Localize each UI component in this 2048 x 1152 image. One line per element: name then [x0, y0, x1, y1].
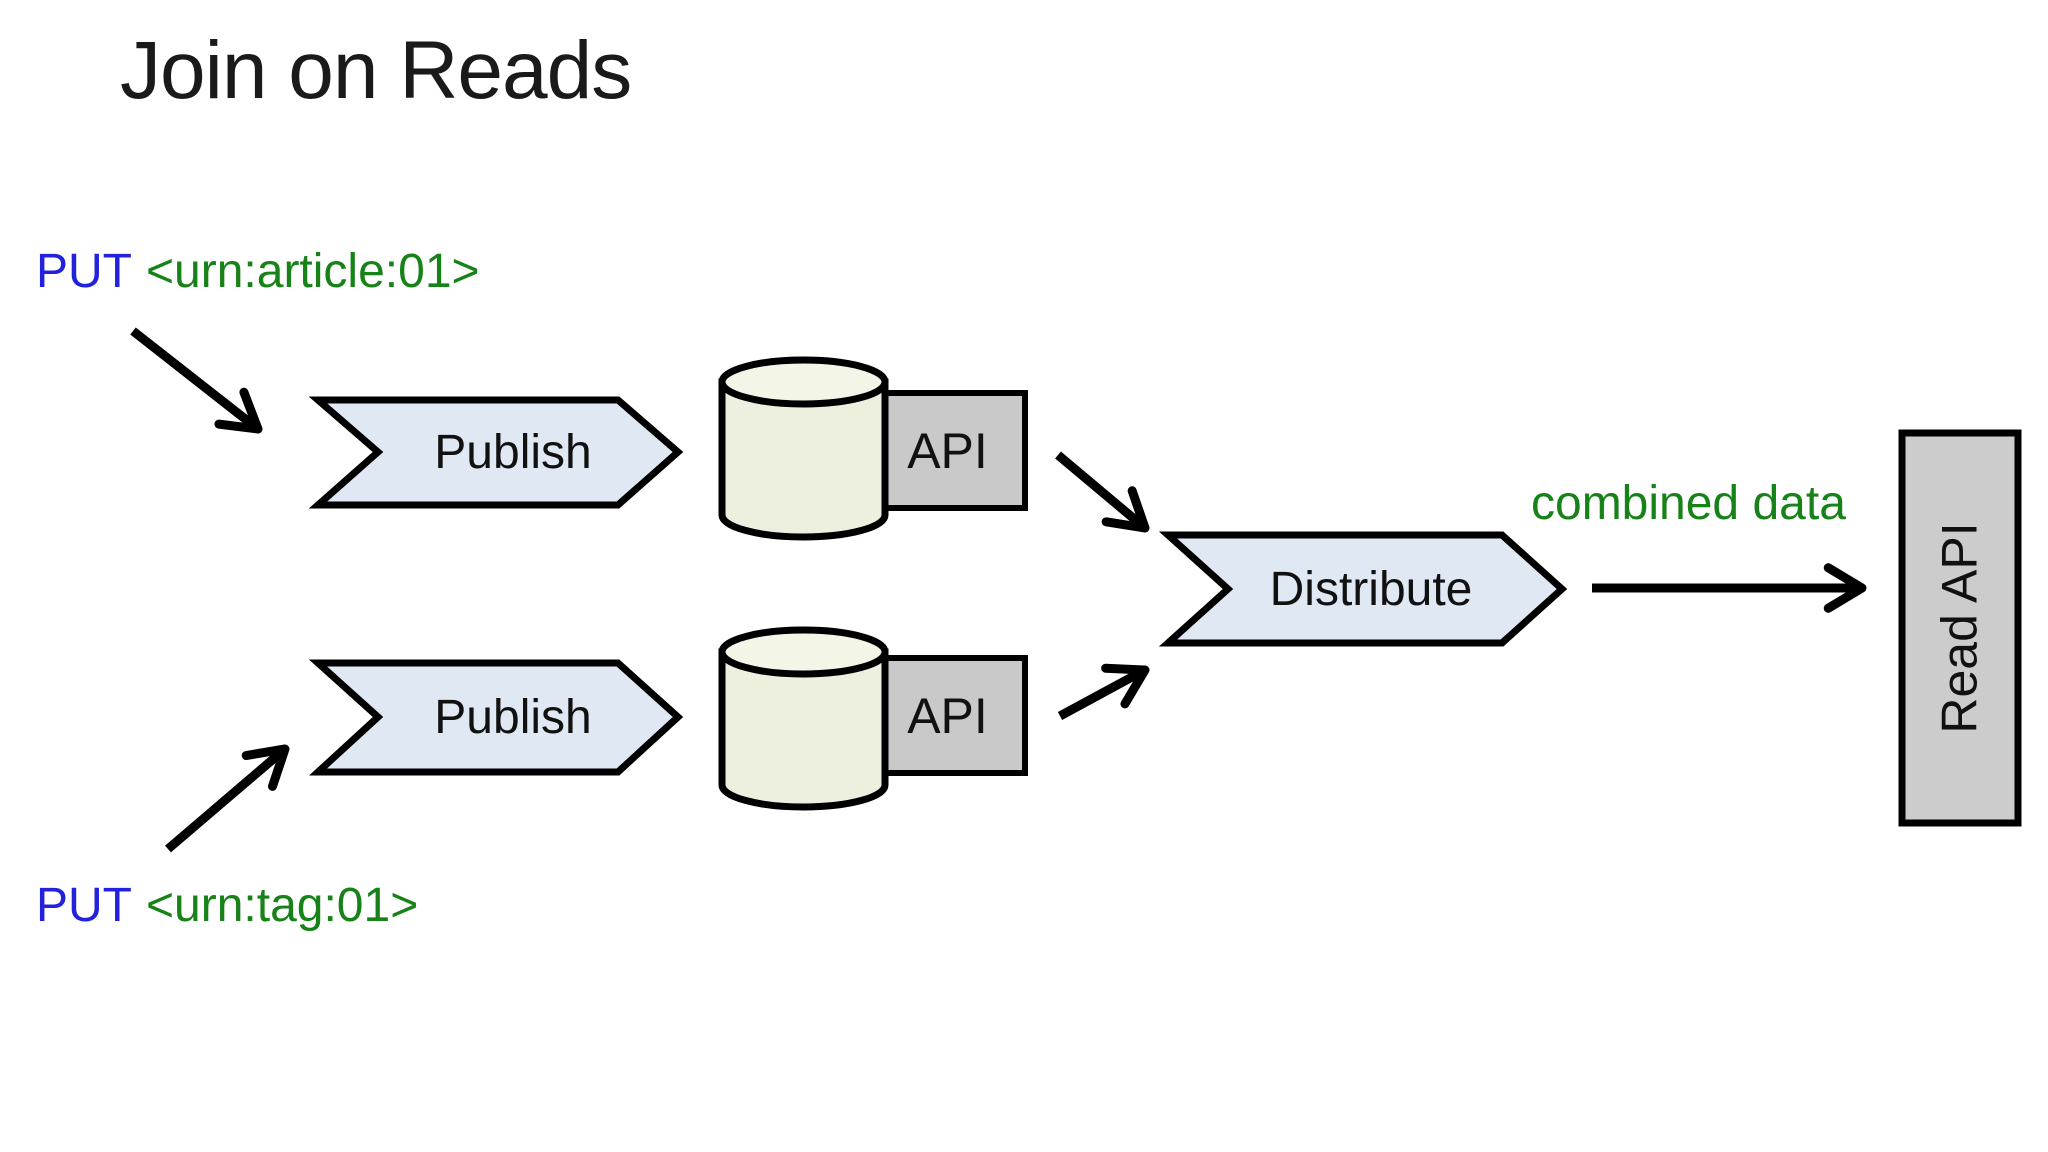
api-top-to-distribute-arrow [1055, 451, 1150, 533]
put-article-verb: PUT [36, 245, 132, 298]
combined-data-label: combined data [1531, 477, 1846, 530]
api-bottom-box [865, 655, 1028, 776]
put-article-resource: <urn:article:01> [146, 245, 480, 298]
database-cylinder-bottom-body [718, 648, 889, 811]
publish-bottom-label: Publish [434, 691, 592, 744]
put-tag-resource: <urn:tag:01> [146, 879, 419, 932]
publish-bottom-chevron [308, 659, 684, 776]
distribute-label: Distribute [1269, 562, 1473, 616]
put-article-label: PUT <urn:article:01> [36, 244, 480, 299]
database-cylinder-top-lid [718, 356, 889, 408]
read-api-label: Read API [1932, 522, 1989, 734]
put-tag-verb: PUT [36, 879, 132, 932]
publish-top-chevron [308, 396, 684, 509]
slide-title: Join on Reads [120, 25, 632, 116]
put-tag-label: PUT <urn:tag:01> [36, 878, 418, 933]
publish-top-label: Publish [434, 426, 592, 479]
database-cylinder-top-body [718, 378, 889, 541]
put-tag-arrow [165, 744, 290, 853]
read-api-box [1898, 429, 2022, 827]
api-bottom-label: API [907, 687, 988, 744]
distribute-chevron [1158, 531, 1568, 647]
api-top-label: API [907, 422, 988, 479]
api-bottom-to-distribute-arrow [1057, 663, 1150, 720]
read-api-label-container: Read API [1902, 433, 2018, 823]
database-cylinder-bottom-lid [718, 626, 889, 678]
put-article-arrow [130, 327, 263, 434]
